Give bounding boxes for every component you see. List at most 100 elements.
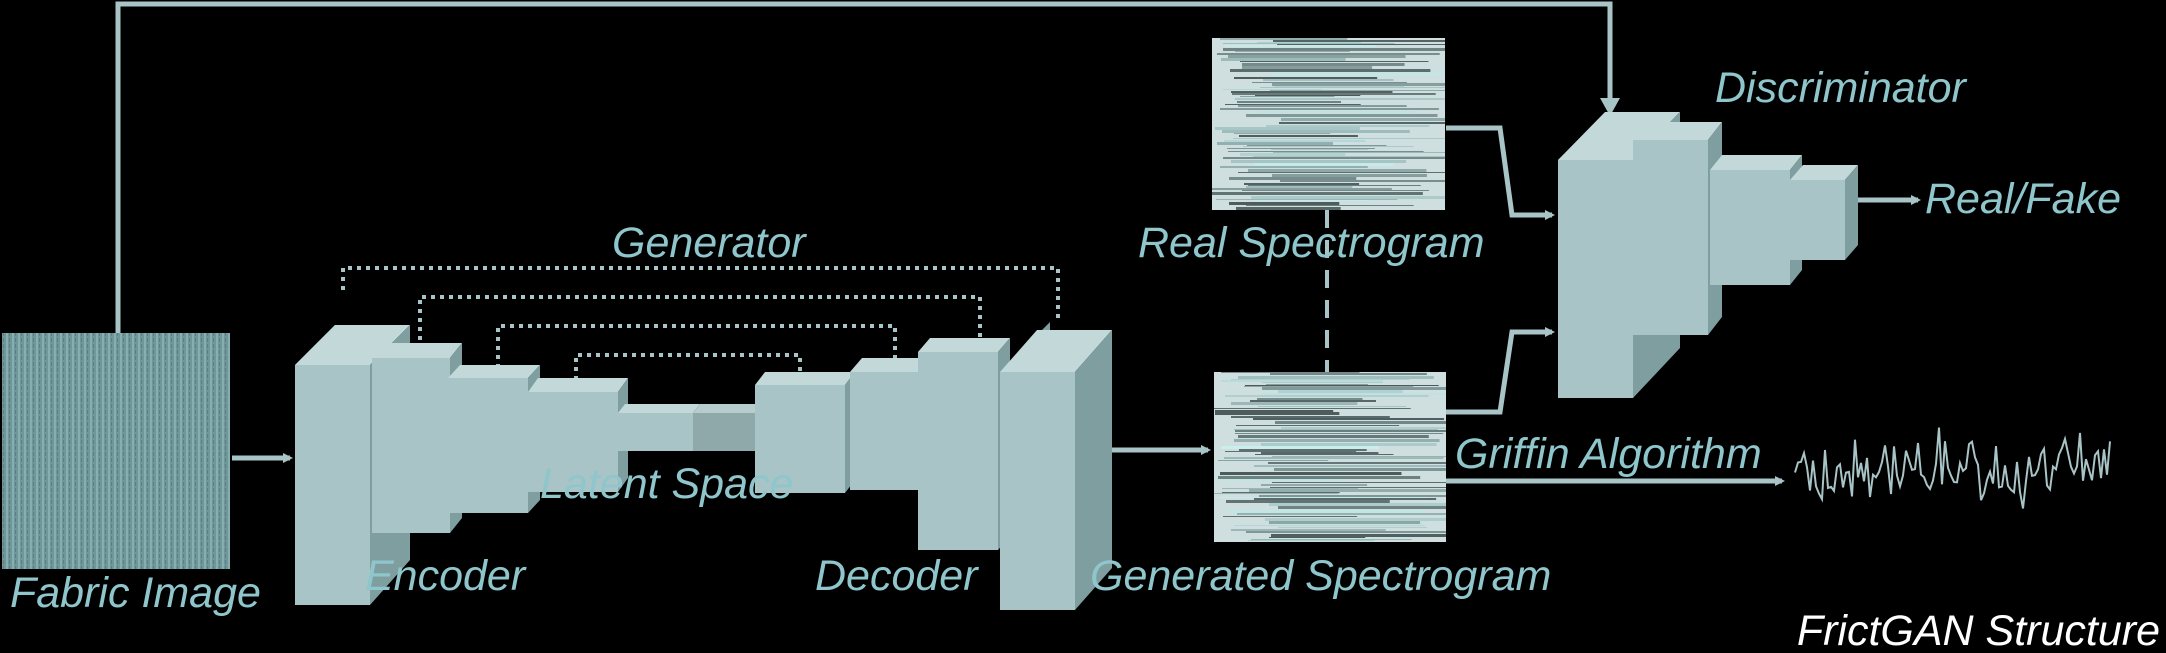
spectrogram-band xyxy=(1219,497,1427,498)
spectrogram-band xyxy=(1262,393,1446,395)
spectrogram-band xyxy=(1231,529,1386,531)
spectrogram-band xyxy=(1230,69,1431,72)
spectrogram-band xyxy=(1266,538,1373,539)
spectrogram-band xyxy=(1243,146,1414,147)
spectrogram-band xyxy=(1252,82,1407,83)
spectrogram-band xyxy=(1235,433,1444,434)
spectrogram-band xyxy=(1215,127,1360,130)
spectrogram-band xyxy=(1215,410,1334,412)
spectrogram-band xyxy=(1220,472,1402,475)
spectrogram-band xyxy=(1225,104,1361,105)
spectrogram-band xyxy=(1220,479,1343,481)
spectrogram-band xyxy=(1221,380,1383,382)
label-fabric-image: Fabric Image xyxy=(10,569,261,617)
spectrogram-band xyxy=(1231,402,1358,405)
spectrogram-band xyxy=(1253,156,1445,157)
spectrogram-band xyxy=(1274,86,1405,87)
spectrogram-band xyxy=(1248,185,1421,186)
spectrogram-band xyxy=(1225,395,1429,397)
spectrogram-band xyxy=(1231,379,1410,380)
spectrogram-band xyxy=(1271,534,1446,537)
label-generated-spectrogram: Generated Spectrogram xyxy=(1090,552,1551,600)
spectrogram-band xyxy=(1240,153,1346,156)
spectrogram-band xyxy=(1234,439,1440,442)
spectrogram-band xyxy=(1281,427,1446,429)
spectrogram-band xyxy=(1222,492,1340,493)
spectrogram-band xyxy=(1238,376,1434,379)
spectrogram-band xyxy=(1247,145,1387,146)
spectrogram-band xyxy=(1222,130,1410,133)
spectrogram-band xyxy=(1239,135,1358,137)
spectrogram-band xyxy=(1231,91,1393,93)
spectrogram-band xyxy=(1278,506,1446,509)
spectrogram-band xyxy=(1257,42,1361,43)
spectrogram-band xyxy=(1270,90,1445,91)
spectrogram-band xyxy=(1262,382,1383,383)
spectrogram-band xyxy=(1268,462,1446,464)
discriminator-block-4 xyxy=(1790,165,1858,260)
spectrogram-band xyxy=(1266,384,1369,385)
spectrogram-band xyxy=(1221,58,1346,61)
spectrogram-band xyxy=(1272,73,1445,76)
label-discriminator: Discriminator xyxy=(1715,64,1968,112)
spectrogram-band xyxy=(1272,83,1445,86)
spectrogram-band xyxy=(1251,196,1445,199)
spectrogram-band xyxy=(1246,186,1353,188)
spectrogram-band xyxy=(1250,400,1377,402)
spectrogram-band xyxy=(1223,43,1395,44)
spectrogram-band xyxy=(1273,152,1445,153)
spectrogram-band xyxy=(1240,61,1429,62)
spectrogram-band xyxy=(1280,180,1445,182)
spectrogram-band xyxy=(1220,108,1439,110)
decoder-block-2 xyxy=(850,358,942,490)
spectrogram-band xyxy=(1273,40,1445,42)
spectrogram-band xyxy=(1242,63,1405,66)
spectrogram-band xyxy=(1225,451,1357,452)
spectrogram-band xyxy=(1228,151,1424,152)
spectrogram-band xyxy=(1234,133,1331,134)
label-latent-space: Latent Space xyxy=(540,460,793,508)
spectrogram-band xyxy=(1236,425,1400,426)
label-griffin-algorithm: Griffin Algorithm xyxy=(1455,430,1762,478)
spectrogram-band xyxy=(1221,372,1360,373)
audio-waveform xyxy=(1794,427,2111,509)
spectrogram-band xyxy=(1246,205,1414,206)
spectrogram-band xyxy=(1237,513,1446,515)
spectrogram-band xyxy=(1263,79,1394,81)
label-generator: Generator xyxy=(612,219,807,267)
fabric-image xyxy=(2,333,230,569)
spectrogram-band xyxy=(1220,166,1368,168)
spectrogram-band xyxy=(1278,390,1403,393)
spectrogram-band xyxy=(1215,412,1340,415)
decoder-blocks xyxy=(755,322,1112,610)
spectrogram-band xyxy=(1272,482,1446,483)
spectrogram-band xyxy=(1234,429,1438,430)
decoder-block-3 xyxy=(918,338,1010,550)
spectrogram-band xyxy=(1238,435,1429,438)
spectrogram-band xyxy=(1235,430,1446,432)
discriminator-block-2 xyxy=(1633,122,1722,335)
latent-space xyxy=(618,404,765,451)
discriminator-block-3 xyxy=(1710,155,1802,285)
spectrogram-band xyxy=(1246,531,1446,533)
spectrogram-band xyxy=(1231,416,1390,418)
spectrogram-band xyxy=(1269,521,1421,524)
spectrogram-band xyxy=(1214,493,1339,494)
spectrogram-band xyxy=(1223,157,1445,159)
spectrogram-band xyxy=(1255,454,1394,455)
spectrogram-band xyxy=(1246,114,1438,117)
spectrogram-band xyxy=(1259,111,1417,113)
spectrogram-band xyxy=(1233,138,1445,139)
encoder-block-3 xyxy=(448,365,540,513)
spectrogram-band xyxy=(1218,460,1329,461)
spectrogram-band xyxy=(1275,421,1446,424)
spectrogram-band xyxy=(1242,190,1429,191)
spectrogram-band xyxy=(1262,387,1446,390)
spectrogram-band xyxy=(1261,452,1379,454)
spectrogram-band xyxy=(1253,200,1367,201)
spectrogram-band xyxy=(1235,98,1445,100)
spectrogram-band xyxy=(1260,87,1445,88)
spectrogram-band xyxy=(1228,55,1406,58)
spectrogram-band xyxy=(1281,118,1445,121)
